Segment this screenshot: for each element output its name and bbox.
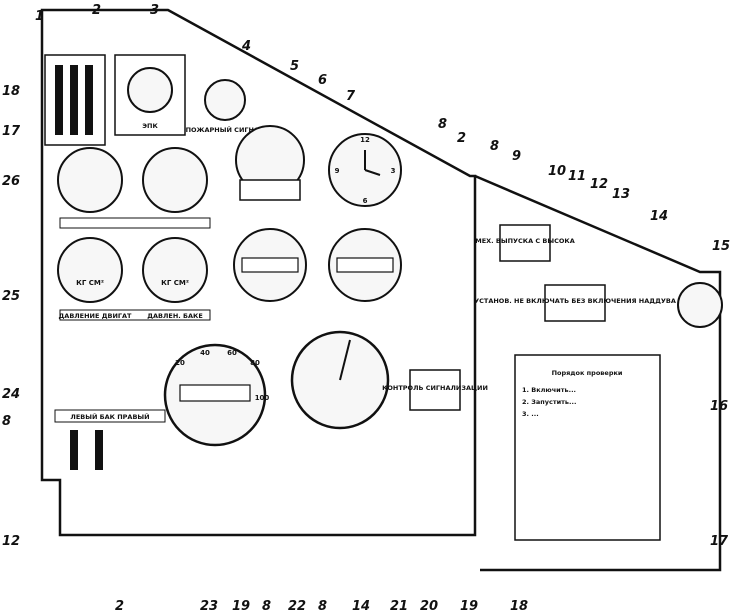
oil-pressure-gauges: КГ СМ² КГ СМ² ДАВЛЕНИЕ ДВИГАТ ДАВЛЕН. БА… <box>57 237 211 321</box>
ust-box: УСТАНОВ. НЕ ВКЛЮЧАТЬ БЕЗ ВКЛЮЧЕНИЯ НАДДУ… <box>474 284 676 322</box>
tachometer: 20 40 60 80 100 <box>163 343 270 447</box>
tacho-80: 80 <box>250 359 260 367</box>
checklist-placard: Порядок проверки 1. Включить... 2. Запус… <box>514 354 661 541</box>
clock-9: 9 <box>335 167 340 175</box>
callout-top-5: 6 <box>318 73 327 88</box>
callout-top-10: 9 <box>512 149 521 164</box>
main-gauge <box>290 330 390 430</box>
callout-top-3: 4 <box>241 39 251 54</box>
callout-top-6: 7 <box>346 89 356 104</box>
gauge-kg-label-2: КГ СМ² <box>161 279 189 287</box>
callout-bottom-10: 18 <box>510 599 528 614</box>
tacho-100: 100 <box>255 394 270 402</box>
checklist-title: Порядок проверки <box>552 369 623 377</box>
clock: 12 3 6 9 <box>328 133 402 207</box>
callout-top-11: 10 <box>548 164 566 179</box>
fire-caption: ПОЖАРНЫЙ СИГНАЛ <box>186 125 265 134</box>
callout-left-3: 25 <box>2 289 20 304</box>
tank-band: ЛЕВЫЙ БАК ПРАВЫЙ <box>70 412 149 421</box>
callout-left-4: 24 <box>2 387 20 402</box>
callout-bottom-2: 19 <box>232 599 250 614</box>
callout-left-0: 18 <box>2 84 20 99</box>
callout-bottom-6: 14 <box>352 599 370 614</box>
checklist-line-2: 2. Запустить... <box>522 398 576 406</box>
clock-3: 3 <box>391 167 396 175</box>
counter-left <box>233 228 307 302</box>
callout-top-16: 15 <box>712 239 730 254</box>
callout-bottom-4: 22 <box>288 599 306 614</box>
callout-bottom-11: 17 <box>710 534 729 549</box>
counter-right <box>328 228 402 302</box>
callout-bottom-1: 23 <box>200 599 218 614</box>
esp-caption: ЭПК <box>142 122 158 130</box>
tacho-40: 40 <box>200 349 210 357</box>
oil-press-band: ДАВЛЕНИЕ ДВИГАТ <box>59 312 133 320</box>
callout-top-0: 1 <box>35 9 44 24</box>
mek-box: МЕХ. ВЫПУСКА С ВЫСОКА <box>475 224 575 262</box>
fire-control-lamp[interactable]: КОНТРОЛЬ СИГНАЛИЗАЦИИ <box>382 369 488 411</box>
callout-bottom-3: 8 <box>262 599 271 614</box>
panel-outline <box>40 8 477 537</box>
checklist-line-1: 1. Включить... <box>522 386 576 394</box>
fire-lamp-caption: КОНТРОЛЬ СИГНАЛИЗАЦИИ <box>382 384 488 392</box>
clock-6: 6 <box>363 197 368 205</box>
callout-left-1: 17 <box>2 124 21 139</box>
callout-bottom-9: 19 <box>460 599 478 614</box>
callout-top-14: 13 <box>612 187 630 202</box>
speed-gauge <box>235 125 305 201</box>
mek-caption: МЕХ. ВЫПУСКА С ВЫСОКА <box>475 237 575 245</box>
connector <box>677 282 723 328</box>
esp-button[interactable]: ЭПК <box>114 54 186 136</box>
ust-caption: УСТАНОВ. НЕ ВКЛЮЧАТЬ БЕЗ ВКЛЮЧЕНИЯ НАДДУ… <box>474 297 676 305</box>
callout-top-12: 11 <box>568 169 586 184</box>
tank-switches: ЛЕВЫЙ БАК ПРАВЫЙ <box>54 409 166 470</box>
callout-top-7: 8 <box>438 117 447 132</box>
tacho-60: 60 <box>227 349 237 357</box>
callout-bottom-8: 20 <box>420 599 438 614</box>
callout-top-15: 14 <box>650 209 668 224</box>
callout-left-5: 8 <box>2 414 11 429</box>
callout-left-2: 26 <box>2 174 20 189</box>
callout-top-2: 3 <box>150 3 159 18</box>
callout-right-0: 16 <box>710 399 728 414</box>
callout-top-1: 2 <box>92 3 101 18</box>
fuel-press-band: ДАВЛЕН. БАКЕ <box>147 312 203 320</box>
callout-top-8: 2 <box>457 131 466 146</box>
tacho-20: 20 <box>175 359 185 367</box>
fire-button[interactable]: ПОЖАРНЫЙ СИГНАЛ <box>186 79 265 134</box>
callout-top-13: 12 <box>590 177 608 192</box>
callout-bottom-5: 8 <box>318 599 327 614</box>
callout-top-9: 8 <box>490 139 499 154</box>
clock-12: 12 <box>360 136 370 144</box>
right-panel-outline <box>474 174 722 572</box>
callout-top-4: 5 <box>290 59 299 74</box>
oil-temp-gauges <box>57 147 211 229</box>
left-switch-bank <box>44 54 106 146</box>
checklist-line-3: 3. ... <box>522 410 539 418</box>
callout-left-6: 12 <box>2 534 20 549</box>
callout-bottom-7: 21 <box>390 599 408 614</box>
callout-bottom-0: 2 <box>115 599 124 614</box>
gauge-kg-label: КГ СМ² <box>76 279 104 287</box>
